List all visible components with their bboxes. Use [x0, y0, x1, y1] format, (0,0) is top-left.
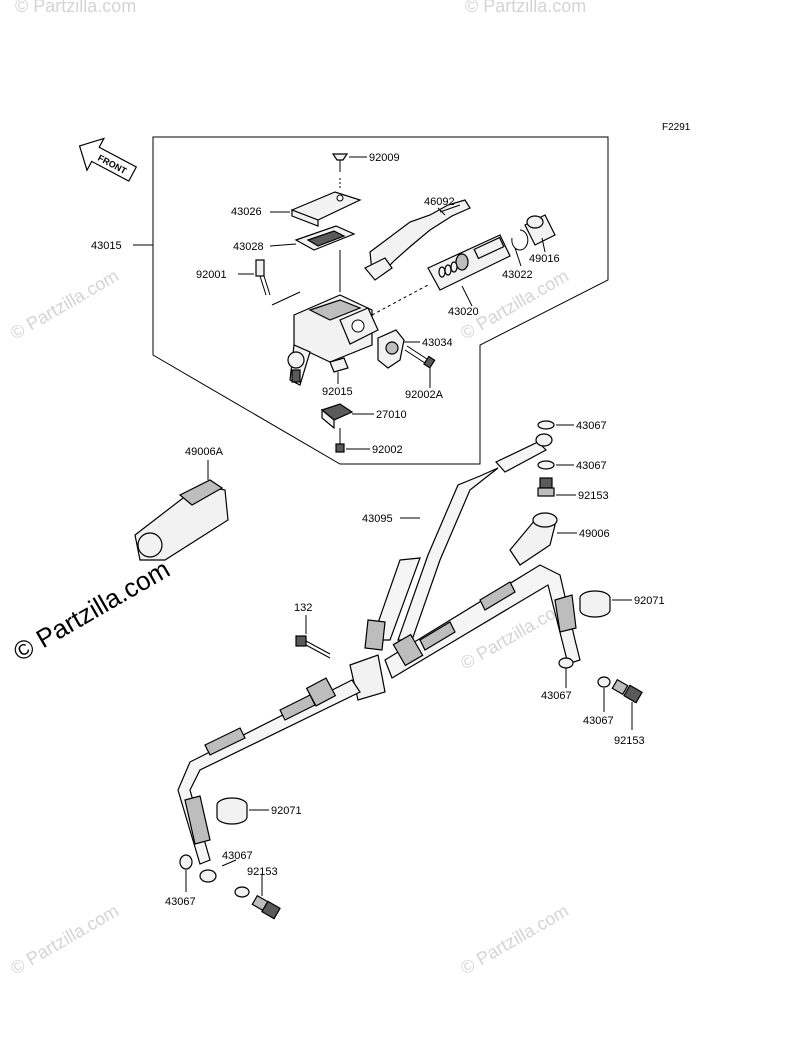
bolt-92002A: [404, 345, 436, 369]
label-92001: 92001: [196, 269, 227, 281]
nut-92015: [329, 357, 349, 373]
washer-43067-b: [537, 460, 555, 470]
front-arrow-icon: FRONT: [78, 137, 138, 182]
label-92009: 92009: [369, 152, 400, 164]
label-132: 132: [294, 602, 312, 614]
watermark-large: © Partzilla.com: [8, 554, 175, 668]
label-92002: 92002: [372, 444, 403, 456]
brake-lever-46092: [364, 199, 471, 281]
bolt-132: [295, 635, 331, 659]
label-43022: 43022: [502, 269, 533, 281]
label-43067-c: 43067: [541, 690, 572, 702]
banjo-fitting-left: [199, 869, 217, 883]
label-43015: 43015: [91, 240, 122, 252]
label-92153-b: 92153: [614, 735, 645, 747]
screw-92009: [331, 153, 349, 172]
banjo-bolt-92153-b: [611, 678, 643, 704]
switch-27010: [320, 403, 354, 430]
circlip-43022: [511, 229, 529, 251]
watermark: © Partzilla.com: [15, 0, 136, 16]
label-92071-a: 92071: [634, 595, 665, 607]
piston-kit-43020: [427, 234, 511, 291]
label-92002A: 92002A: [405, 389, 444, 401]
boot-49006: [509, 512, 558, 566]
label-46092: 46092: [424, 196, 455, 208]
figure-code: F2291: [662, 122, 691, 133]
label-43020: 43020: [448, 306, 479, 318]
washer-43067-a: [537, 420, 555, 430]
banjo-bolt-92153-c: [251, 894, 281, 920]
watermark: © Partzilla.com: [7, 265, 122, 343]
watermark: © Partzilla.com: [7, 900, 122, 978]
label-43067-f: 43067: [165, 896, 196, 908]
label-43028: 43028: [233, 241, 264, 253]
washer-43067-f: [179, 854, 193, 870]
label-49016: 49016: [529, 253, 560, 265]
master-cylinder-body: [287, 294, 379, 386]
label-92071-b: 92071: [271, 805, 302, 817]
label-92153-a: 92153: [578, 490, 609, 502]
washer-43067-e: [234, 886, 250, 898]
bolt-92001: [255, 259, 271, 296]
holder-43034: [377, 329, 405, 369]
washer-43067-c: [558, 657, 574, 669]
label-49006A: 49006A: [185, 446, 224, 458]
label-43026: 43026: [231, 206, 262, 218]
assembly-outline: [152, 136, 609, 465]
label-27010: 27010: [376, 409, 407, 421]
label-43067-e: 43067: [222, 850, 253, 862]
washer-43067-d: [597, 676, 611, 688]
cover-49006A: [134, 479, 229, 561]
watermark: © Partzilla.com: [465, 0, 586, 16]
screw-92002: [335, 428, 345, 453]
label-92015: 92015: [322, 386, 353, 398]
grommet-92071-a: [579, 590, 611, 618]
label-43095: 43095: [362, 513, 393, 525]
banjo-bolt-92153-a: [537, 477, 555, 497]
lower-hose-left: [177, 677, 361, 865]
label-43067-b: 43067: [576, 460, 607, 472]
label-43034: 43034: [422, 337, 453, 349]
grommet-92071-b: [216, 797, 248, 825]
boot-49016: [524, 214, 556, 246]
lower-hose-right: [384, 564, 581, 679]
watermark: © Partzilla.com: [457, 900, 572, 978]
hose-43095: [364, 433, 553, 651]
label-43067-a: 43067: [576, 420, 607, 432]
label-92153-c: 92153: [247, 866, 278, 878]
label-49006: 49006: [579, 528, 610, 540]
label-43067-d: 43067: [583, 715, 614, 727]
